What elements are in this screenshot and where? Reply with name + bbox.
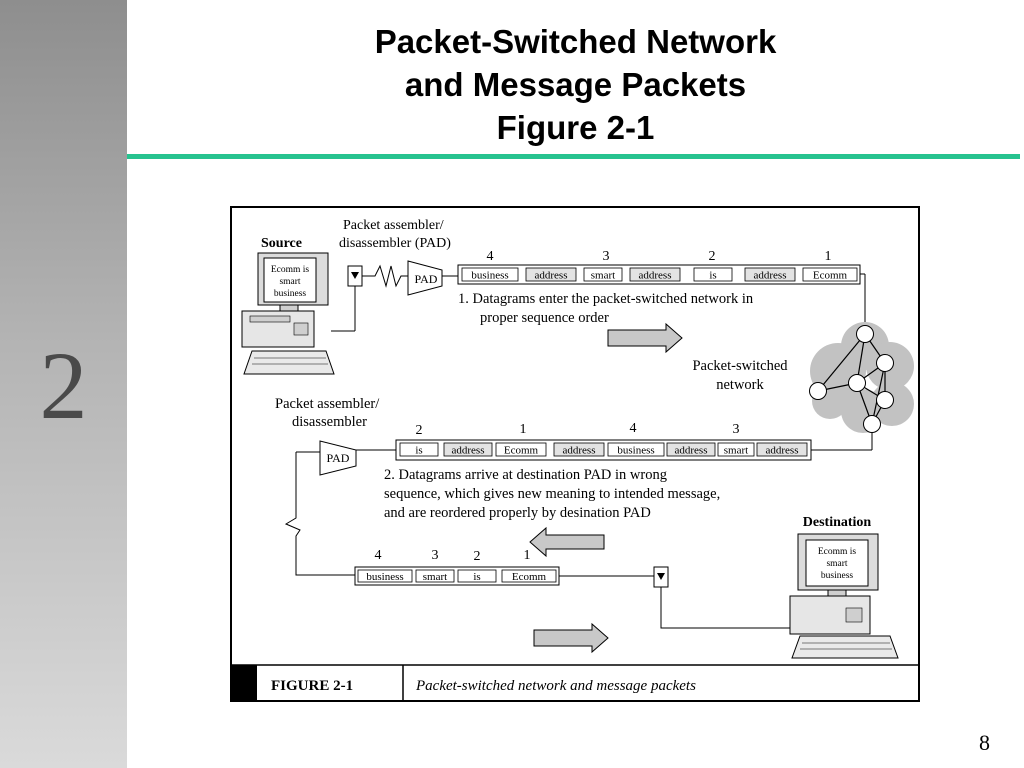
row1-cell-2: address (535, 270, 568, 282)
row1-caption-line-2: proper sequence order (480, 310, 609, 326)
destination-computer-icon (789, 533, 899, 659)
row3-number-4: 4 (375, 548, 382, 563)
row3-cell-3: is (473, 571, 480, 583)
row2-cell-6: address (675, 445, 708, 457)
source-screen-line-2: smart (279, 277, 300, 287)
row2-cell-5: business (617, 445, 654, 457)
flow-arrow-right-2 (533, 622, 609, 654)
caption-black-block (231, 665, 257, 701)
packet-row-1: business address smart address is addres… (457, 249, 861, 285)
source-pad-text: PAD (415, 272, 438, 286)
row2-cell-3: Ecomm (504, 445, 539, 457)
row1-number-3: 3 (603, 249, 610, 264)
row3-cell-4: Ecomm (512, 571, 547, 583)
slide-title: Packet-Switched Network and Message Pack… (127, 20, 1024, 149)
row3-cell-2: smart (423, 571, 447, 583)
packet-row-3: business smart is Ecomm 4 3 2 1 (354, 548, 560, 586)
packet-switched-network-figure: Source Ecomm is smart business PAD Packe… (230, 206, 920, 702)
row2-caption-line-2: sequence, which gives new meaning to int… (384, 486, 720, 502)
row3-number-2: 2 (474, 549, 481, 564)
row3-number-3: 3 (432, 548, 439, 563)
row1-cell-7: Ecomm (813, 270, 848, 282)
dest-screen-line-3: business (821, 571, 854, 581)
source-screen-line-3: business (274, 289, 307, 299)
packet-row-2: is address Ecomm address business addres… (395, 421, 812, 461)
row2-caption-line-3: and are reordered properly by desination… (384, 505, 651, 521)
row2-cell-4: address (563, 445, 596, 457)
row1-cell-1: business (471, 270, 508, 282)
title-line-3: Figure 2-1 (496, 109, 655, 146)
title-line-1: Packet-Switched Network (374, 23, 777, 60)
sidebar-band (0, 0, 127, 768)
source-computer-icon (241, 252, 335, 375)
row3-cell-1: business (366, 571, 403, 583)
destination-pad-text: PAD (327, 451, 350, 465)
destination-label: Destination (803, 515, 872, 530)
row1-cell-6: address (754, 270, 787, 282)
row2-cell-8: address (766, 445, 799, 457)
network-label-line-2: network (716, 377, 764, 393)
row1-caption-line-1: 1. Datagrams enter the packet-switched n… (458, 291, 754, 307)
pad-label-mid-line-1: Packet assembler/ (275, 396, 380, 412)
dest-screen-line-1: Ecomm is (818, 547, 857, 557)
row2-number-1: 1 (520, 422, 527, 437)
figure-caption-label: FIGURE 2-1 (271, 678, 353, 694)
source-label: Source (261, 236, 302, 251)
row2-cell-7: smart (724, 445, 748, 457)
row1-cell-3: smart (591, 270, 615, 282)
page-number: 8 (979, 730, 990, 755)
row3-number-1: 1 (524, 548, 531, 563)
chapter-number: 2 (39, 332, 88, 439)
destination-pad-icon (319, 440, 357, 476)
row1-cell-4: address (639, 270, 672, 282)
title-line-2: and Message Packets (404, 66, 747, 103)
pad-label-top-line-1: Packet assembler/ (343, 218, 444, 233)
source-pad-icon (407, 260, 443, 296)
row2-number-3: 3 (733, 422, 740, 437)
row2-number-4: 4 (630, 421, 637, 436)
row2-cell-1: is (415, 445, 422, 457)
row1-number-1: 1 (825, 249, 832, 264)
pad-label-mid-line-2: disassembler (292, 414, 367, 430)
flow-arrow-right-1 (607, 322, 683, 354)
row1-number-4: 4 (487, 249, 494, 264)
title-divider (127, 154, 1020, 159)
network-label-line-1: Packet-switched (692, 358, 788, 374)
row1-number-2: 2 (709, 249, 716, 264)
row2-cell-2: address (452, 445, 485, 457)
figure-caption-text: Packet-switched network and message pack… (415, 678, 696, 694)
flow-arrow-left (529, 526, 605, 558)
row2-number-2: 2 (416, 423, 423, 438)
dest-screen-line-2: smart (826, 559, 847, 569)
source-screen-line-1: Ecomm is (271, 265, 310, 275)
row1-cell-5: is (709, 270, 716, 282)
row2-caption-line-1: 2. Datagrams arrive at destination PAD i… (384, 467, 667, 483)
pad-label-top-line-2: disassembler (PAD) (339, 236, 451, 251)
